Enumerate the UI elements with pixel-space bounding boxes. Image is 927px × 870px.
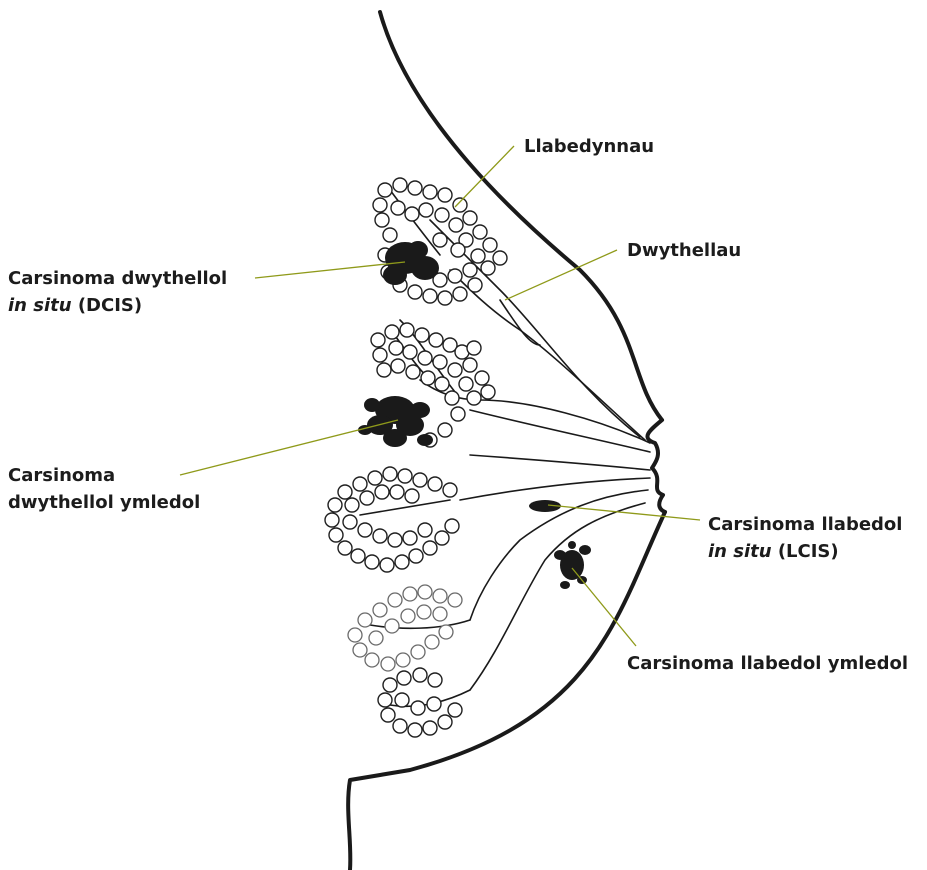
label-ilc-text: Carsinoma llabedol ymledol xyxy=(627,653,908,674)
label-lcis-line2: in situ (LCIS) xyxy=(708,538,902,565)
label-idc-line2: dwythellol ymledol xyxy=(8,489,200,516)
label-dcis: Carsinoma dwythellol in situ (DCIS) xyxy=(8,265,227,319)
leader-line-ilc xyxy=(572,568,636,646)
label-dcis-line1: Carsinoma dwythellol xyxy=(8,265,227,292)
label-lcis-italic: in situ xyxy=(708,541,772,562)
label-lcis-line1: Carsinoma llabedol xyxy=(708,511,902,538)
label-lobules-text: Llabedynnau xyxy=(524,136,654,157)
label-lobules: Llabedynnau xyxy=(524,133,654,160)
label-lcis: Carsinoma llabedol in situ (LCIS) xyxy=(708,511,902,565)
label-dcis-line2: in situ (DCIS) xyxy=(8,292,227,319)
label-dcis-rest: (DCIS) xyxy=(72,295,143,316)
label-lcis-rest: (LCIS) xyxy=(772,541,839,562)
idc-tumor xyxy=(358,396,433,447)
lobule-cluster-top xyxy=(373,178,507,305)
leader-line-idc xyxy=(180,420,398,475)
label-idc: Carsinoma dwythellol ymledol xyxy=(8,462,200,516)
lobule-cluster-lower xyxy=(348,585,462,737)
ilc-tumor xyxy=(554,541,591,589)
label-ilc: Carsinoma llabedol ymledol xyxy=(627,650,908,677)
lobule-cluster-middle-lower xyxy=(325,467,459,572)
label-ducts-text: Dwythellau xyxy=(627,240,741,261)
label-idc-line1: Carsinoma xyxy=(8,462,200,489)
label-ducts: Dwythellau xyxy=(627,237,741,264)
nipple-outline xyxy=(647,420,665,512)
leader-line-lcis xyxy=(548,505,700,520)
label-dcis-italic: in situ xyxy=(8,295,72,316)
